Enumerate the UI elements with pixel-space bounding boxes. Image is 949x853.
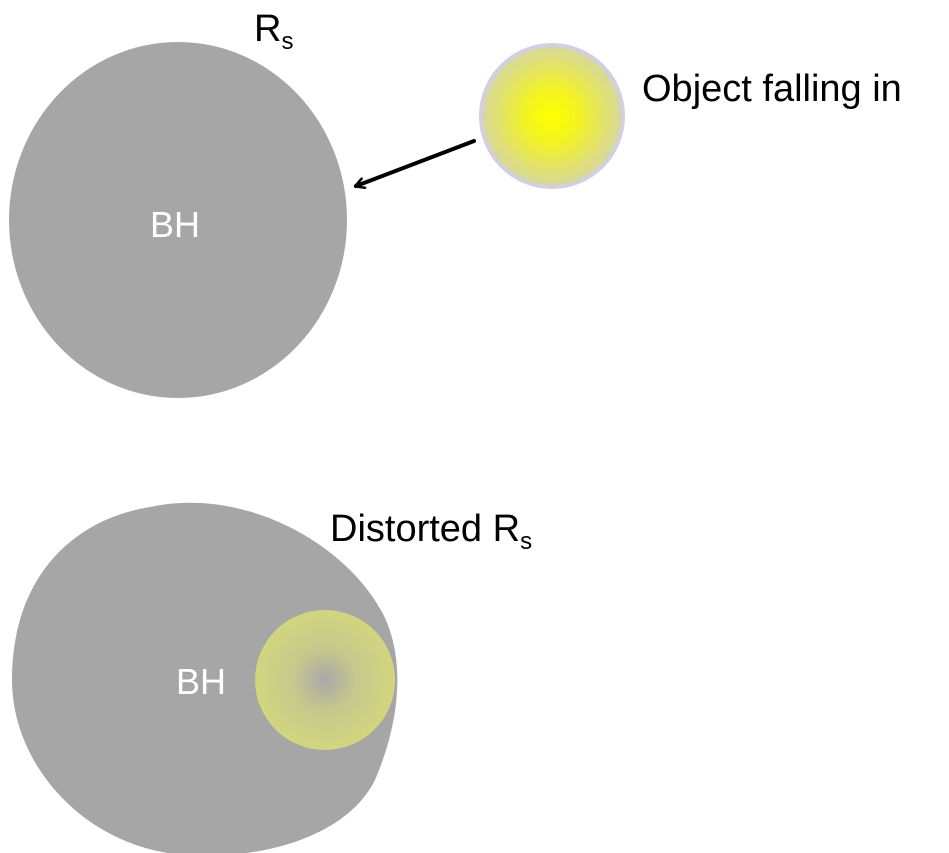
object-falling-in-label: Object falling in: [642, 68, 902, 110]
black-hole-label-bottom: BH: [176, 661, 227, 702]
distorted-rs-label: Distorted Rs: [330, 510, 532, 554]
distorted-black-hole-shape: [12, 502, 398, 853]
black-hole-circle: [9, 42, 347, 398]
distorted-rs-text: Distorted R: [330, 508, 521, 550]
rs-label-text: R: [254, 8, 282, 50]
rs-label-subscript: s: [281, 28, 294, 55]
schwarzschild-radius-label: Rs: [254, 10, 293, 54]
infall-arrow: [356, 139, 476, 186]
merged-object: [255, 610, 395, 750]
falling-object: [479, 43, 625, 189]
black-hole-label-top: BH: [150, 204, 201, 245]
distorted-rs-subscript: s: [520, 528, 533, 555]
